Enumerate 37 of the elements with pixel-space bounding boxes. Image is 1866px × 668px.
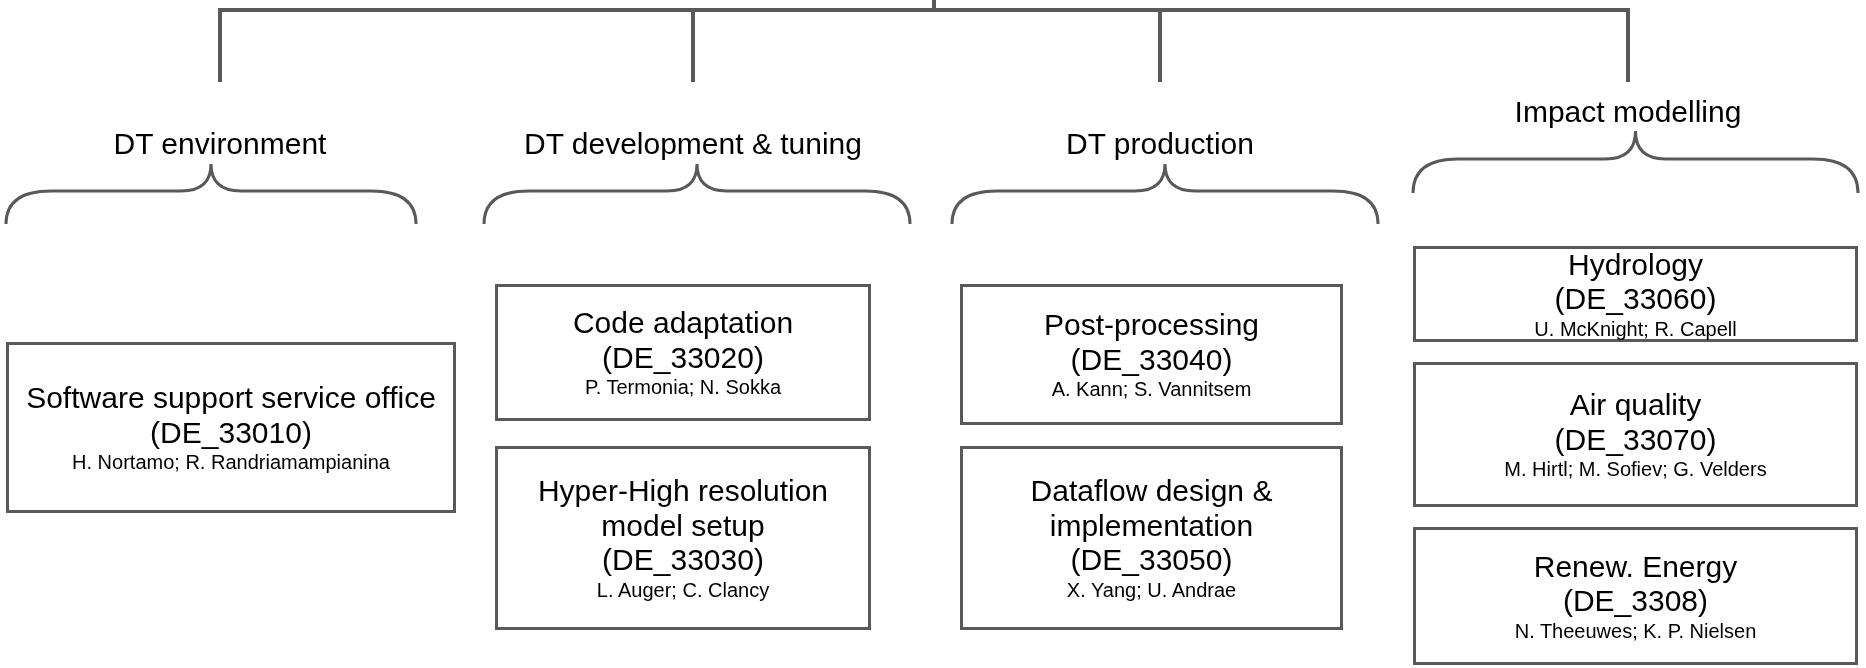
task-code: (DE_33020) — [602, 340, 764, 375]
task-title: Code adaptation — [572, 306, 794, 341]
task-code: (DE_33050) — [1070, 543, 1233, 578]
task-box — [6, 342, 456, 513]
lead-names: U. McKnight; R. Capell — [1534, 316, 1737, 341]
category-heading: Impact modelling — [1448, 82, 1808, 130]
category-heading: DT environment — [60, 82, 380, 162]
task-code: (DE_33030) — [602, 543, 764, 578]
lead-names: P. Termonia; N. Sokka — [585, 375, 781, 399]
task-title: Dataflow design & implementation — [1029, 474, 1274, 544]
task-title: Hydrology — [1567, 247, 1704, 282]
lead-names: M. Hirtl; M. Sofiev; G. Velders — [1504, 457, 1767, 481]
task-box — [1413, 527, 1858, 665]
task-title: Renew. Energy — [1533, 549, 1738, 584]
task-code: (DE_33070) — [1554, 422, 1717, 457]
task-title: Software support service office — [26, 381, 436, 416]
task-title: Hyper-High resolution model setup — [536, 474, 830, 544]
task-code: (DE_33010) — [150, 415, 312, 450]
task-box — [1413, 246, 1858, 342]
connector-line — [932, 0, 1630, 82]
task-code: (DE_3308) — [1562, 584, 1709, 619]
task-box — [495, 446, 871, 630]
lead-names: A. Kann; S. Vannitsem — [1051, 377, 1252, 401]
task-box — [1413, 362, 1858, 507]
task-title: Post-processing — [1043, 308, 1260, 343]
lead-names: H. Nortamo; R. Randriamampianina — [72, 450, 390, 474]
lead-names: X. Yang; U. Andrae — [1066, 577, 1237, 602]
task-box — [960, 446, 1343, 630]
category-heading: DT development & tuning — [463, 82, 923, 162]
task-title: Air quality — [1569, 388, 1702, 423]
task-box — [495, 284, 871, 421]
lead-names: L. Auger; C. Clancy — [596, 577, 770, 602]
task-box — [960, 284, 1343, 425]
category-heading: DT production — [1000, 82, 1320, 162]
lead-names: N. Theeuwes; K. P. Nielsen — [1514, 618, 1757, 643]
task-code: (DE_33060) — [1554, 282, 1717, 317]
task-code: (DE_33040) — [1070, 342, 1233, 377]
